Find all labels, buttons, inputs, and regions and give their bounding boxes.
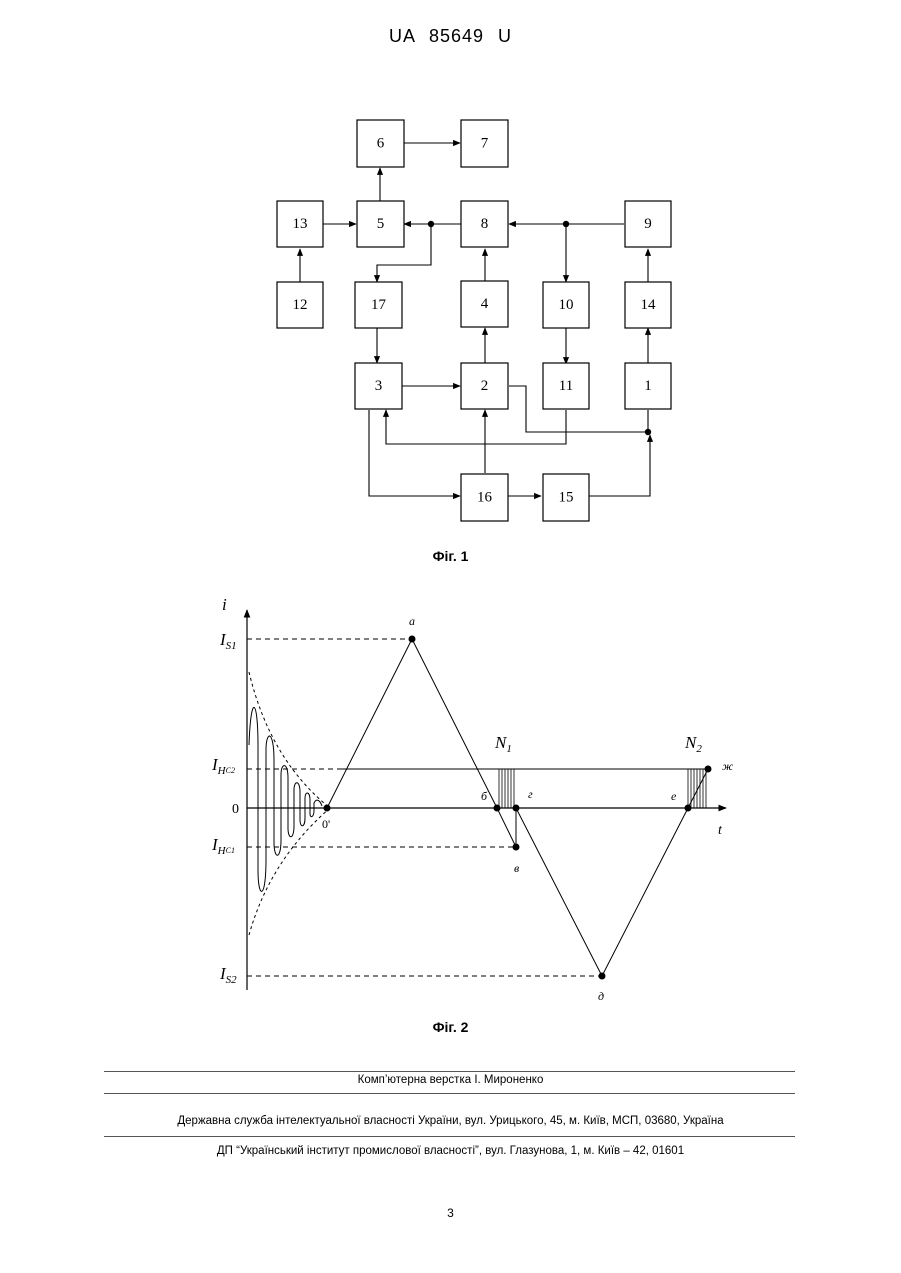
block-6: 6 (357, 120, 404, 167)
point-zh (705, 766, 712, 773)
footer-institute: ДП “Український інститут промислової вла… (0, 1145, 901, 1157)
block-10: 10 (543, 282, 589, 328)
svg-text:15: 15 (559, 490, 574, 506)
footer-rule-1 (104, 1071, 795, 1072)
svg-text:3: 3 (375, 378, 383, 394)
svg-text:9: 9 (644, 216, 652, 232)
block-15: 15 (543, 474, 589, 521)
label-is1: IS1 (219, 630, 237, 652)
point-e (685, 805, 692, 812)
svg-text:4: 4 (481, 296, 489, 312)
footer-rule-3 (104, 1136, 795, 1137)
svg-text:6: 6 (377, 136, 385, 152)
label-is2: IS2 (219, 964, 237, 986)
figure-1-caption: Фіг. 1 (0, 548, 901, 564)
label-ihc2: IHC2 (211, 755, 235, 777)
figure-2-current-graph: i t IS1 IHC2 IHC1 IS2 N1 N2 0 0' а б г в… (0, 580, 901, 1040)
svg-text:16: 16 (477, 490, 493, 506)
svg-text:11: 11 (559, 378, 573, 394)
label-d: д (598, 989, 604, 1003)
point-g (513, 805, 520, 812)
svg-text:13: 13 (293, 216, 308, 232)
label-e: е (671, 789, 677, 803)
label-zh: ж (722, 759, 733, 773)
block-17: 17 (355, 282, 402, 328)
point-b (494, 805, 501, 812)
svg-text:8: 8 (481, 216, 489, 232)
y-axis-label: i (222, 595, 227, 614)
x-axis-label: t (718, 823, 723, 838)
figure-2-caption: Фіг. 2 (0, 1019, 901, 1035)
footer-typesetting: Комп’ютерна верстка І. Мироненко (0, 1074, 901, 1086)
block-8: 8 (461, 201, 508, 247)
block-7: 7 (461, 120, 508, 167)
label-origin: 0' (322, 817, 330, 831)
svg-text:5: 5 (377, 216, 385, 232)
block-16: 16 (461, 474, 508, 521)
point-v (513, 844, 520, 851)
block-13: 13 (277, 201, 323, 247)
label-zero: 0 (232, 802, 239, 817)
page-number: 3 (0, 1206, 901, 1220)
block-11: 11 (543, 363, 589, 409)
block-1: 1 (625, 363, 671, 409)
svg-text:1: 1 (644, 378, 652, 394)
point-a (409, 636, 416, 643)
point-origin (324, 805, 331, 812)
label-n2: N2 (684, 733, 702, 755)
label-ihc1: IHC1 (211, 835, 235, 857)
svg-text:17: 17 (371, 297, 387, 313)
footer-rule-2 (104, 1093, 795, 1094)
footer-agency: Державна служба інтелектуальної власност… (0, 1115, 901, 1127)
block-12: 12 (277, 282, 323, 328)
label-b: б (481, 789, 488, 803)
svg-text:12: 12 (293, 297, 308, 313)
block-9: 9 (625, 201, 671, 247)
svg-text:10: 10 (559, 297, 574, 313)
figure-1-block-diagram: 6 7 13 5 8 9 12 17 4 10 14 3 2 11 1 16 1… (0, 0, 901, 540)
svg-text:7: 7 (481, 136, 489, 152)
block-4: 4 (461, 281, 508, 327)
block-5: 5 (357, 201, 404, 247)
point-d (599, 973, 606, 980)
block-3: 3 (355, 363, 402, 409)
block-14: 14 (625, 282, 671, 328)
label-v: в (514, 861, 519, 875)
label-g: г (528, 787, 533, 801)
svg-text:2: 2 (481, 378, 489, 394)
block-2: 2 (461, 363, 508, 409)
label-a: а (409, 614, 415, 628)
label-n1: N1 (494, 733, 512, 755)
svg-text:14: 14 (641, 297, 657, 313)
